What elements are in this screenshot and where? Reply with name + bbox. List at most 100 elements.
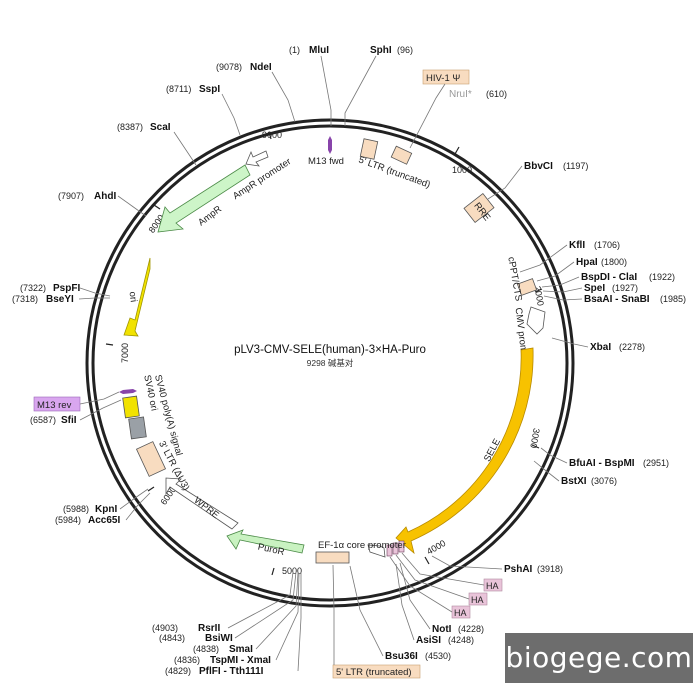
m13-rev-marker [119, 389, 137, 394]
ha-tag-label-2: HA [471, 595, 484, 605]
site-name-pshai: PshAI [504, 564, 533, 575]
cppt-label: cPPT/CTS [505, 256, 524, 302]
site-pos-spei: (1927) [612, 283, 638, 293]
hiv1-psi-leader [409, 83, 446, 149]
tick-label-7000: 7000 [120, 343, 130, 363]
plasmid-title: pLV3-CMV-SELE(human)-3×HA-Puro [234, 344, 426, 356]
site-name-smai: SmaI [229, 644, 253, 655]
m13-fwd-label: M13 fwd [308, 156, 344, 167]
site-pos-bsiwi: (4843) [159, 633, 185, 643]
leader-m13-rev [79, 391, 120, 405]
leader-noti [399, 562, 431, 630]
site-pos-acc65i: (5984) [55, 515, 81, 525]
site-pos-bstxi: (3076) [591, 476, 617, 486]
site-pos-ndei: (9078) [216, 62, 242, 72]
hiv1-psi-tag-label: HIV-1 Ψ [426, 73, 460, 84]
ef1a-label: EF-1α core promoter [318, 540, 406, 551]
site-pos-ahdi: (7907) [58, 191, 84, 201]
plasmid-size: 9298 碱基对 [307, 358, 354, 368]
site-pos-kfli: (1706) [594, 240, 620, 250]
site-name-bseyi: BseYI [46, 294, 74, 305]
leader-sspi [221, 93, 241, 136]
leader-bseyi [78, 297, 110, 300]
site-pos-bseyi: (7318) [12, 294, 38, 304]
site-pos-bspdi-clai: (1922) [649, 272, 675, 282]
site-name-asisi: AsiSI [416, 635, 441, 646]
leader-sphi [344, 55, 377, 126]
leader-tth111i [297, 573, 302, 672]
cmv-promoter-arrow [526, 306, 546, 335]
ha-tag-label-3: HA [454, 608, 467, 618]
leader-xbai [551, 337, 589, 348]
site-pos-sphi: (96) [397, 45, 413, 55]
ltr5-truncated-label: 5' LTR (truncated) [357, 154, 432, 190]
site-pos-rsrii: (4903) [152, 623, 178, 633]
site-pos-asisi: (4248) [448, 635, 474, 645]
leader-pspfi [79, 287, 111, 297]
leader-ahdi [117, 195, 147, 217]
ha-marker-3 [398, 540, 405, 553]
site-name-nrui: NruI* [449, 89, 472, 100]
leader-ndei [271, 71, 296, 123]
leader-spei [542, 287, 583, 293]
leader-smai [255, 572, 299, 650]
leader-scai [173, 131, 197, 166]
tick-4000 [424, 556, 430, 565]
leader-ha-1 [401, 552, 485, 586]
leader-sfii [79, 399, 122, 421]
backbone-outer-ring [85, 118, 575, 608]
site-pos-mlui: (1) [289, 45, 300, 55]
leader-pshai [431, 555, 503, 570]
tick-5000 [271, 567, 275, 576]
site-name-pspfi: PspFI [53, 283, 80, 294]
site-pos-bsu36i: (4530) [425, 651, 451, 661]
site-name-sphi: SphI [370, 45, 392, 56]
ampr-promoter-arrow [245, 150, 269, 167]
site-pos-kpni: (5988) [63, 504, 89, 514]
leader-kpni [119, 488, 149, 510]
leader-rsrii [227, 571, 294, 629]
site-pos-sfii: (6587) [30, 415, 56, 425]
leader-asisi [395, 563, 415, 641]
site-pos-bbvci: (1197) [563, 161, 588, 171]
site-pos-bsaai-snabi: (1985) [660, 294, 686, 304]
ltr5-bottom-tag-label: 5' LTR (truncated) [336, 667, 412, 678]
rre-box [463, 192, 495, 224]
leader-hpai [536, 261, 575, 282]
ha-tag-label-1: HA [486, 581, 499, 591]
tick-6000 [147, 486, 155, 492]
ampr-arrow [157, 164, 251, 233]
ltr5-bottom-tag [332, 664, 421, 679]
ha-marker-1 [386, 544, 393, 557]
site-name-noti: NotI [432, 624, 452, 635]
site-name-hpai: HpaI [576, 257, 598, 268]
site-name-spei: SpeI [584, 283, 605, 294]
site-name-acc65i: Acc65I [88, 515, 120, 526]
ha-tag-markers [386, 540, 405, 557]
tick-2000 [534, 288, 543, 293]
site-pos-smai: (4838) [193, 644, 219, 654]
leader-xmai [275, 572, 300, 661]
site-pos-sspi: (8711) [166, 84, 191, 94]
ori-label: ori [126, 291, 138, 303]
site-pos-noti: (4228) [458, 624, 484, 634]
site-pos-nrui: (610) [486, 89, 507, 99]
ltr5-bottom-box [315, 551, 350, 564]
m13-fwd-marker [328, 136, 332, 154]
site-name-mlui: MluI [309, 45, 329, 56]
site-pos-pspfi: (7322) [20, 283, 46, 293]
ef1a-arrow [367, 544, 386, 558]
backbone-inner-ring [91, 124, 569, 602]
ori-arrow [123, 257, 151, 337]
site-pos-scai: (8387) [117, 122, 143, 132]
site-name-tspmi-xmai: TspMI - XmaI [210, 655, 271, 666]
site-name-sfii: SfiI [61, 415, 77, 426]
leader-ha-2 [395, 554, 470, 600]
leader-kfli [519, 244, 568, 273]
wpre-label: WPRE [192, 495, 221, 521]
puror-arrow [226, 529, 305, 554]
site-pos-hpai: (1800) [601, 257, 627, 267]
site-name-pflfi-tth111i: PflFI - Tth111I [199, 666, 264, 677]
site-name-ndei: NdeI [250, 62, 272, 73]
